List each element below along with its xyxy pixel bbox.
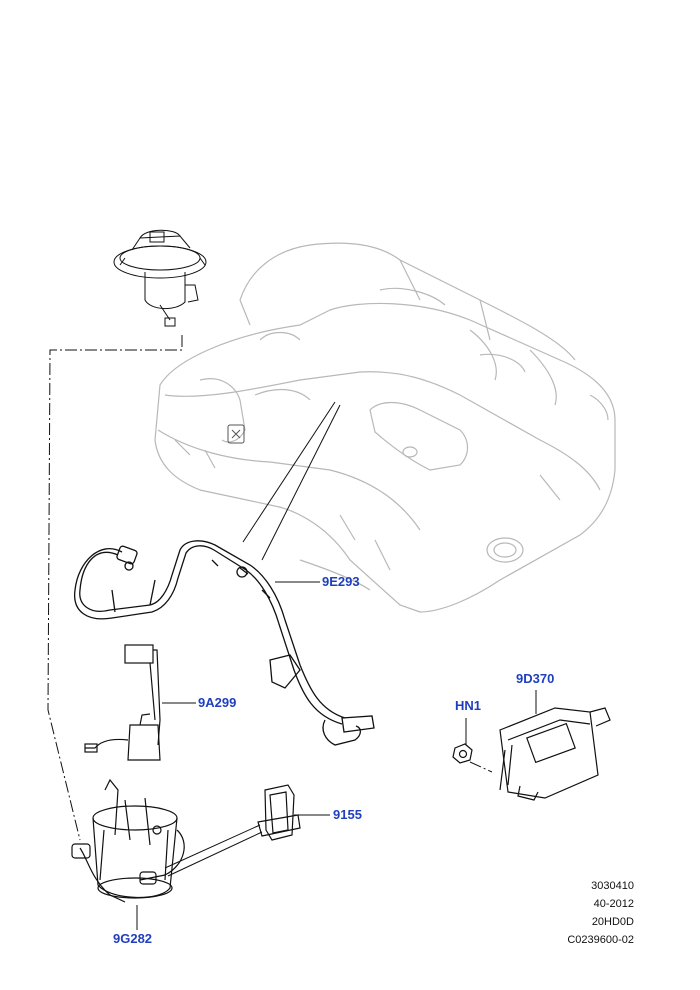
fuel-sender-flange xyxy=(113,229,207,327)
reference-code-3: 20HD0D xyxy=(591,916,634,928)
reference-code-1: 3030410 xyxy=(591,880,634,892)
bracket-9155 xyxy=(257,784,301,841)
reference-code-2: 40-2012 xyxy=(593,898,634,910)
fuel-pump-module-9g282 xyxy=(71,778,185,903)
control-module-9d370 xyxy=(499,707,611,801)
callout-hn1[interactable]: HN1 xyxy=(455,698,482,713)
tank-pump-mount xyxy=(227,424,245,444)
callout-9a299[interactable]: 9A299 xyxy=(198,695,237,710)
solid-leaders xyxy=(136,401,537,930)
callout-9d370[interactable]: 9D370 xyxy=(516,671,555,686)
nut-hn1 xyxy=(452,743,473,764)
callout-9155[interactable]: 9155 xyxy=(333,807,362,822)
harness-9a299 xyxy=(84,644,161,761)
dash-dot-leaders xyxy=(47,335,493,841)
harness-9e293 xyxy=(74,540,375,746)
callout-9e293[interactable]: 9E293 xyxy=(322,574,360,589)
callout-9g282[interactable]: 9G282 xyxy=(113,931,153,946)
reference-code-4: C0239600-02 xyxy=(567,934,634,946)
